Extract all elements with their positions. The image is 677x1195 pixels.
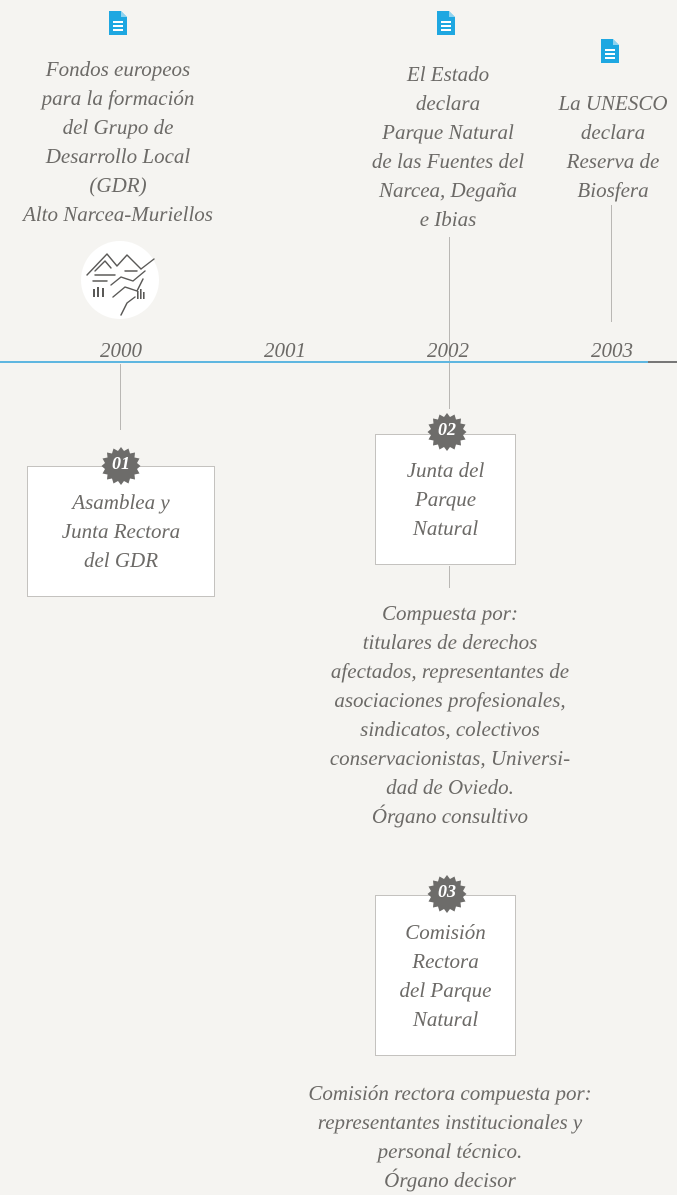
connector-line: [120, 364, 121, 430]
year-2002: 2002: [427, 338, 469, 362]
timeline-axis: [0, 361, 648, 363]
connector-line: [449, 237, 450, 409]
description-comision: Comisión rectora compuesta por: represen…: [308, 1081, 592, 1192]
badge-number: 01: [112, 453, 130, 473]
event-text-2000: Fondos europeos para la formación del Gr…: [23, 57, 213, 226]
description-junta: Compuesta por: titulares de derechos afe…: [329, 601, 571, 828]
badge-03: 03: [427, 874, 467, 914]
year-2000: 2000: [100, 338, 142, 362]
document-icon[interactable]: [436, 10, 456, 36]
box-label: Comisión Rectora del Parque Natural: [399, 919, 492, 1031]
badge-number: 03: [438, 881, 456, 901]
connector-line: [449, 566, 450, 588]
box-label: Asamblea y Junta Rectora del GDR: [61, 490, 181, 572]
badge-02: 02: [427, 412, 467, 452]
year-2003: 2003: [591, 338, 633, 362]
landscape-icon: [81, 241, 159, 319]
box-junta-parque: Junta del Parque Natural: [375, 434, 516, 565]
event-text-2002: El Estado declara Parque Natural de las …: [371, 62, 525, 231]
box-asamblea: Asamblea y Junta Rectora del GDR: [27, 466, 215, 597]
connector-line: [611, 205, 612, 322]
document-icon[interactable]: [108, 10, 128, 36]
badge-number: 02: [438, 419, 456, 439]
document-icon[interactable]: [600, 38, 620, 64]
event-text-2003: La UNESCO declara Reserva de Biosfera: [558, 91, 668, 202]
box-comision-rectora: Comisión Rectora del Parque Natural: [375, 895, 516, 1056]
year-2001: 2001: [264, 338, 306, 362]
box-label: Junta del Parque Natural: [406, 458, 485, 540]
badge-01: 01: [101, 446, 141, 486]
timeline-axis-end: [648, 361, 677, 363]
